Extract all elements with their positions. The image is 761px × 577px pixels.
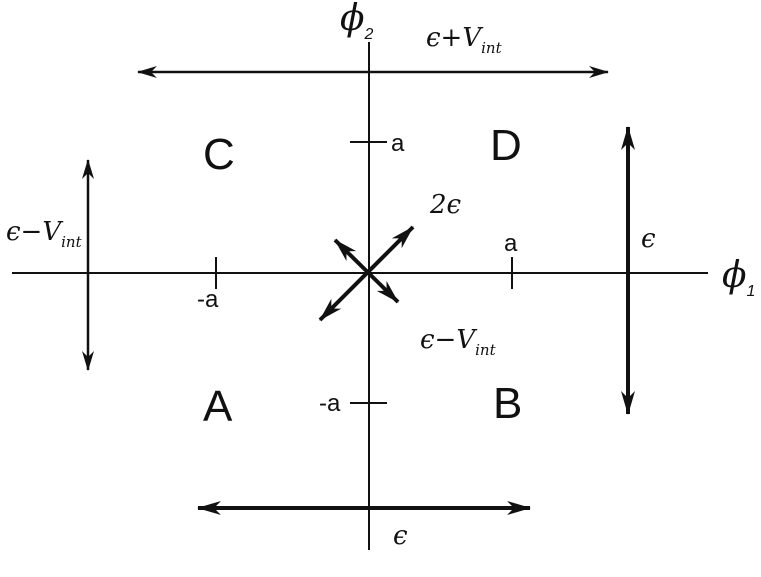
y-axis-label: ϕ2 [340, 0, 374, 43]
region-label-d: D [490, 121, 522, 170]
diag-down-label: ϵ−Vint [420, 325, 497, 359]
x-axis-label: ϕ1 [722, 255, 755, 300]
diag-arrow-short [333, 238, 400, 304]
region-label-c: C [203, 130, 235, 179]
tick-label-x-neg: -a [197, 286, 219, 313]
tick-label-x-pos: a [504, 230, 518, 257]
region-label-b: B [493, 379, 522, 428]
right-arrow-label: ϵ [641, 224, 656, 254]
tick-label-y-pos: a [391, 130, 405, 157]
left-arrow-label: ϵ−Vint [6, 217, 83, 251]
diag-up-label: 2ϵ [429, 190, 462, 220]
bottom-arrow-label: ϵ [393, 521, 408, 551]
region-label-a: A [203, 382, 233, 431]
tick-label-y-neg: -a [319, 390, 341, 417]
top-arrow-label: ϵ+Vint [426, 23, 503, 57]
